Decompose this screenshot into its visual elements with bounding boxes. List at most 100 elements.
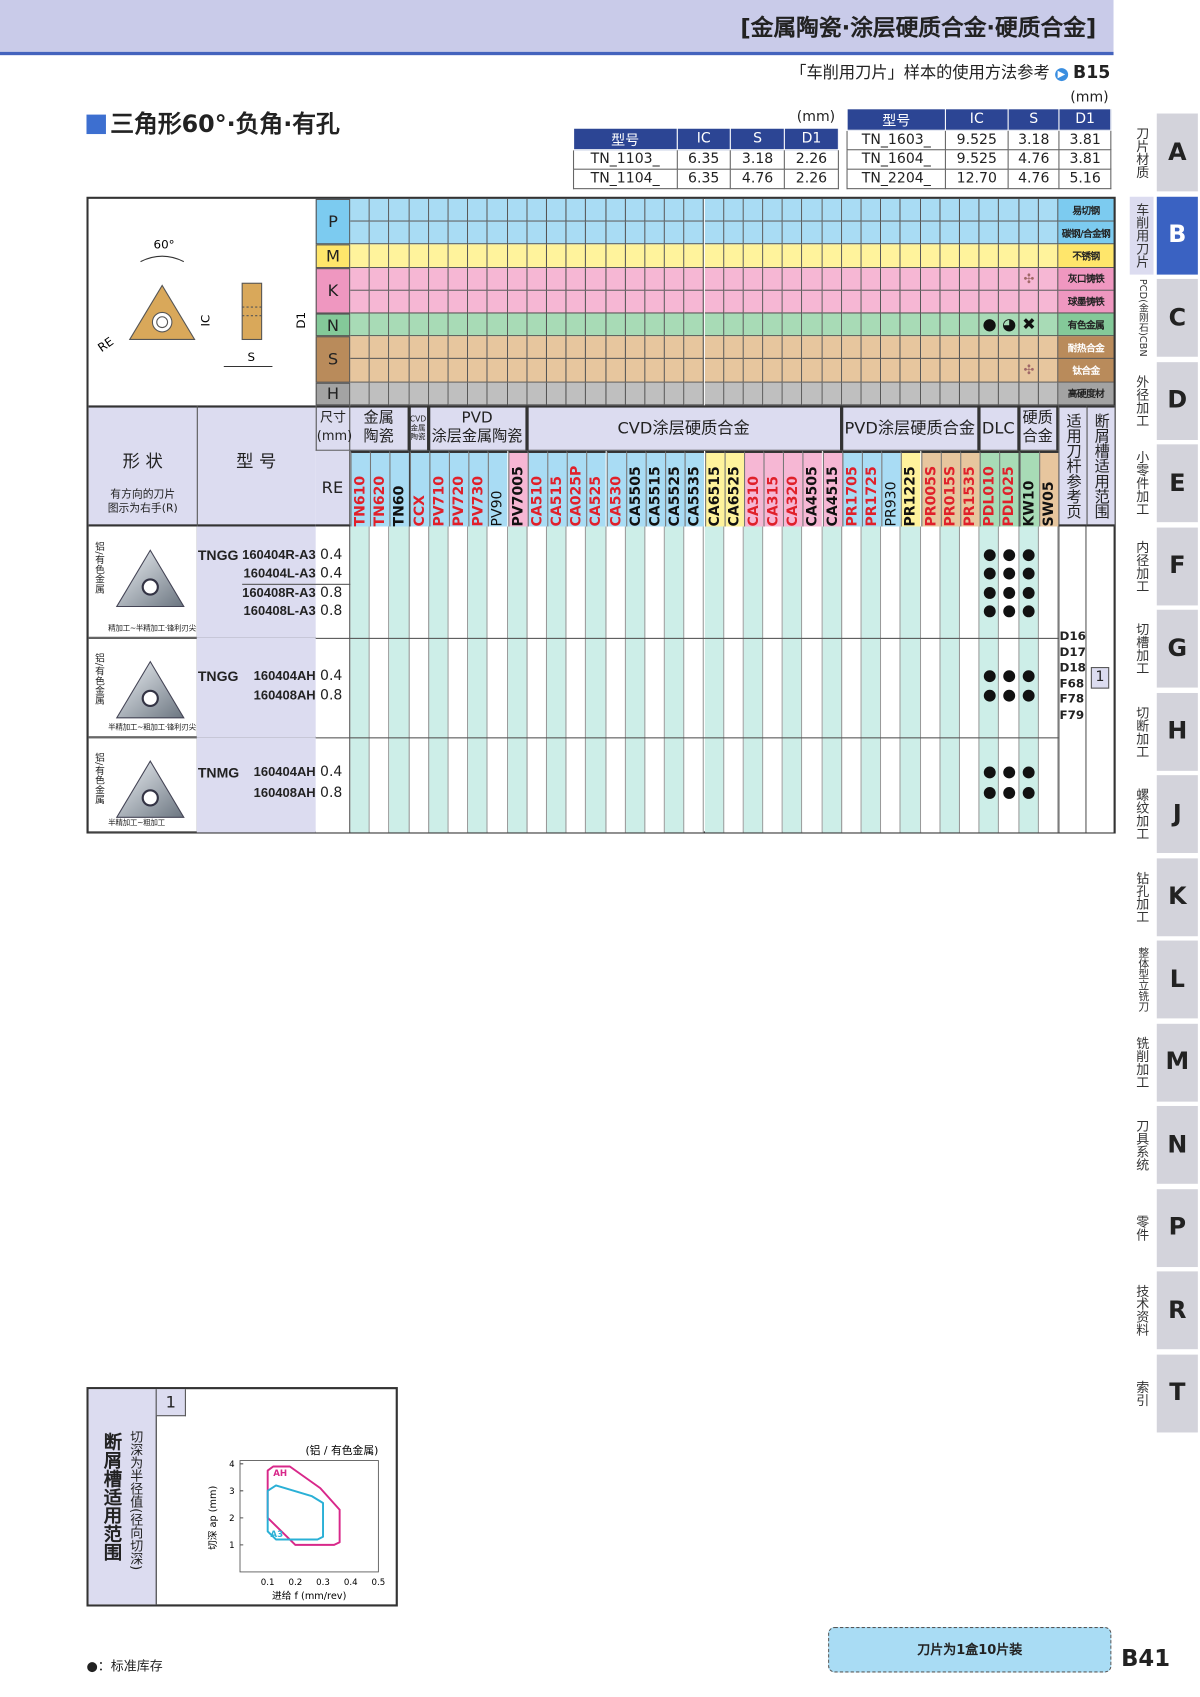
svg-text:RE: RE bbox=[95, 334, 116, 355]
holder-ref-page[interactable]: F68 bbox=[1059, 676, 1085, 691]
material-cell bbox=[783, 267, 803, 291]
breaker-range-sidebar: 断屑槽适用范围 切深为半径值(径向切深) bbox=[88, 1389, 157, 1605]
standard-stock-dot bbox=[1003, 766, 1016, 779]
material-cell bbox=[1019, 198, 1039, 222]
material-cell bbox=[448, 267, 469, 291]
side-tab-c[interactable]: C bbox=[1156, 278, 1198, 357]
material-cell bbox=[1019, 359, 1039, 383]
material-cell bbox=[487, 267, 508, 291]
material-cell bbox=[920, 359, 941, 383]
material-cell bbox=[625, 382, 646, 406]
model-code: 160404AH bbox=[253, 668, 316, 684]
grade-column bbox=[527, 526, 547, 833]
material-cell bbox=[960, 290, 980, 314]
side-tab-p[interactable]: P bbox=[1156, 1188, 1198, 1267]
grade-ca5515: CA5515 bbox=[645, 450, 665, 527]
material-cell bbox=[369, 359, 390, 383]
side-tab-t[interactable]: T bbox=[1156, 1354, 1198, 1432]
material-cell bbox=[940, 359, 961, 383]
side-tab-r[interactable]: R bbox=[1156, 1271, 1198, 1350]
grade-tn610: TN610 bbox=[350, 450, 370, 527]
grade-column bbox=[428, 526, 449, 833]
material-cell bbox=[861, 221, 882, 245]
holder-ref-page[interactable]: D18 bbox=[1059, 660, 1086, 675]
size-col-header: IC bbox=[944, 108, 1009, 131]
side-tab-label-n: 刀具系统 bbox=[1134, 1118, 1150, 1171]
material-cell bbox=[468, 267, 488, 291]
side-tab-b[interactable]: B bbox=[1156, 196, 1198, 275]
breaker-ref-link[interactable]: 1 bbox=[1090, 667, 1110, 689]
grade-ca320: CA320 bbox=[783, 450, 803, 527]
material-cell bbox=[763, 267, 784, 291]
usage-reference[interactable]: 「车削用刀片」样本的使用方法参考 ▶ B15 bbox=[790, 61, 1110, 84]
grade-sw05: SW05 bbox=[1038, 450, 1059, 527]
material-cell bbox=[546, 359, 567, 383]
size-cell: 6.35 bbox=[676, 168, 732, 190]
material-cell bbox=[664, 267, 685, 291]
holder-ref-page[interactable]: D16 bbox=[1059, 629, 1086, 644]
side-tab-f[interactable]: F bbox=[1156, 527, 1198, 605]
material-cell bbox=[428, 267, 449, 291]
material-cell bbox=[783, 359, 803, 383]
size-cell: TN_2204_ bbox=[846, 168, 947, 190]
breaker-number: 1 bbox=[156, 1389, 186, 1417]
material-cell bbox=[940, 221, 961, 245]
material-cell bbox=[586, 336, 606, 360]
material-cell bbox=[645, 313, 665, 337]
material-cell bbox=[448, 313, 469, 337]
standard-stock-dot bbox=[983, 787, 996, 799]
side-tab-m[interactable]: M bbox=[1156, 1023, 1198, 1102]
side-tab-h[interactable]: H bbox=[1156, 692, 1198, 771]
side-tab-label-l: 整体型立铣刀 bbox=[1135, 947, 1148, 1012]
material-cell bbox=[409, 382, 429, 406]
material-cell bbox=[723, 198, 744, 222]
material-cell bbox=[743, 382, 764, 406]
breaker-range-title: 断屑槽适用范围 bbox=[99, 1432, 122, 1562]
side-tab-label-c: PCD(金刚石)CBN bbox=[1136, 278, 1148, 357]
grade-column bbox=[487, 526, 508, 833]
holder-ref-page[interactable]: F79 bbox=[1059, 707, 1085, 722]
side-tab-g[interactable]: G bbox=[1156, 609, 1198, 688]
side-tab-n[interactable]: N bbox=[1156, 1105, 1198, 1184]
grade-pr1535: PR1535 bbox=[960, 450, 980, 527]
material-cell bbox=[763, 313, 784, 337]
section-title: 三角形60°·负角·有孔 bbox=[86, 105, 340, 140]
svg-text:D1: D1 bbox=[294, 312, 308, 329]
side-tab-d[interactable]: D bbox=[1156, 361, 1198, 440]
holder-ref-page[interactable]: D17 bbox=[1059, 644, 1086, 659]
grade-column bbox=[546, 526, 567, 833]
material-cell bbox=[743, 198, 764, 222]
material-cell bbox=[645, 198, 665, 222]
material-cell bbox=[783, 198, 803, 222]
material-cell bbox=[369, 198, 390, 222]
material-cell bbox=[586, 313, 606, 337]
row-divider bbox=[88, 737, 1059, 739]
size-col-header: D1 bbox=[1058, 108, 1112, 131]
side-tab-k[interactable]: K bbox=[1156, 857, 1198, 936]
material-cell bbox=[1019, 336, 1039, 360]
material-cell bbox=[487, 244, 508, 268]
side-tab-a[interactable]: A bbox=[1156, 113, 1198, 192]
material-cell bbox=[448, 290, 469, 314]
side-tab-label-h: 切断加工 bbox=[1134, 705, 1150, 758]
side-tab-l[interactable]: L bbox=[1156, 940, 1198, 1019]
side-tab-j[interactable]: J bbox=[1156, 775, 1198, 853]
material-cell bbox=[1019, 382, 1039, 406]
grade-column bbox=[566, 526, 587, 833]
material-cell bbox=[763, 198, 784, 222]
material-cell bbox=[566, 336, 587, 360]
grade-ca315: CA315 bbox=[763, 450, 784, 527]
material-label: 钛合金 bbox=[1058, 359, 1114, 383]
material-label: 碳钢/合金钢 bbox=[1058, 221, 1114, 245]
material-cell bbox=[940, 313, 961, 337]
material-label: 耐热合金 bbox=[1058, 336, 1114, 360]
holder-ref-page[interactable]: F78 bbox=[1059, 691, 1085, 706]
material-cell bbox=[625, 267, 646, 291]
iso-K: K bbox=[315, 267, 351, 314]
size-cell: TN_1603_ bbox=[846, 129, 947, 151]
grade-column bbox=[468, 526, 488, 833]
material-cell bbox=[723, 336, 744, 360]
side-tab-e[interactable]: E bbox=[1156, 444, 1198, 523]
